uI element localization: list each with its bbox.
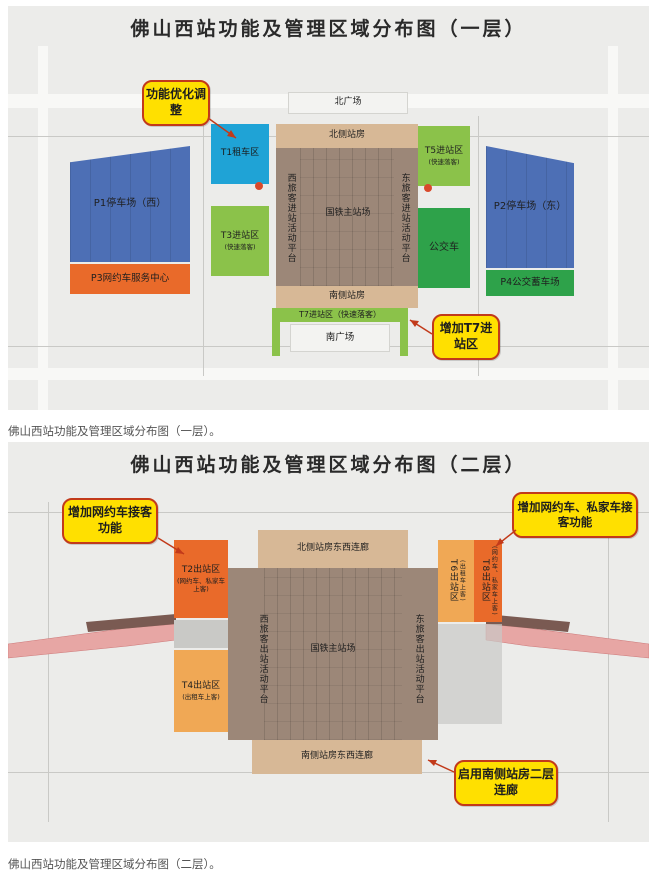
t8-sublabel: (网约车、私家车上客): [490, 546, 498, 616]
t3-label: T3进站区: [220, 231, 260, 242]
east-connector: [438, 624, 502, 724]
parking-grid: [486, 146, 574, 268]
t7-zone-side: [272, 322, 280, 356]
p2-label: P2停车场（东）: [493, 200, 567, 212]
road: [8, 368, 649, 380]
connector: [174, 620, 228, 648]
t2-sublabel: (网约车、私家车上客): [176, 576, 226, 593]
north-plaza: 北广场: [288, 92, 408, 114]
t6-zone: T6出站区 (出租车上客): [438, 540, 474, 622]
south-corridor: 南侧站房东西连廊: [252, 740, 422, 774]
t6-label: T6出站区: [447, 559, 458, 603]
floor1-map: 佛山西站功能及管理区域分布图（一层） 北广场 北侧站房 国铁主站场 西旅客进站活…: [8, 6, 649, 410]
north-corridor: 北侧站房东西连廊: [258, 530, 408, 568]
t6-sublabel: (出租车上客): [458, 560, 466, 602]
road-line: [608, 502, 609, 822]
south-plaza: 南广场: [290, 324, 390, 352]
south-station-building: 南侧站房: [276, 286, 418, 308]
t5-label: T5进站区: [424, 146, 464, 157]
east-platform: 东旅客进站活动平台: [399, 173, 410, 263]
t7-zone: T7进站区（快速落客）: [272, 308, 408, 322]
t8-zone: T8出站区 (网约车、私家车上客): [474, 540, 502, 622]
t2-label: T2出站区: [181, 565, 221, 576]
t2-zone: T2出站区 (网约车、私家车上客): [174, 540, 228, 618]
map-title: 佛山西站功能及管理区域分布图（一层）: [130, 18, 527, 40]
caption-floor1: 佛山西站功能及管理区域分布图（一层）。: [8, 424, 221, 438]
road: [608, 46, 618, 410]
p1-label: P1停车场（西）: [93, 197, 167, 209]
t7-zone-side: [400, 322, 408, 356]
west-platform: 西旅客进站活动平台: [285, 173, 296, 263]
road-line: [8, 512, 649, 513]
t8-label: T8出站区: [479, 559, 490, 603]
parking-grid: [70, 146, 190, 262]
map-title: 佛山西站功能及管理区域分布图（二层）: [130, 454, 527, 476]
t5-zone: T5进站区 (快速落客): [418, 126, 470, 186]
main-station-area: [228, 568, 438, 740]
main-station-label: 国铁主站场: [310, 644, 356, 655]
callout-enable-south-corridor: 启用南侧站房二层连廊: [454, 760, 558, 806]
north-station-building: 北侧站房: [276, 124, 418, 148]
track-pattern: [264, 568, 402, 740]
road-line: [203, 116, 204, 376]
callout-adjust: 功能优化调整: [142, 80, 210, 126]
t4-zone: T4出站区 (出租车上客): [174, 650, 228, 732]
west-platform: 西旅客出站活动平台: [257, 614, 268, 704]
track-pattern: [300, 148, 394, 286]
callout-add-t7: 增加T7进站区: [432, 314, 500, 360]
t5-sublabel: (快速落客): [428, 157, 460, 166]
marker-dot: [255, 182, 263, 190]
t4-sublabel: (出租车上客): [182, 692, 220, 701]
road-line: [478, 116, 479, 376]
east-platform: 东旅客出站活动平台: [413, 614, 424, 704]
p4-bus-depot: P4公交蓄车场: [486, 270, 574, 296]
main-station-label: 国铁主站场: [325, 208, 371, 219]
caption-floor2: 佛山西站功能及管理区域分布图（二层）。: [8, 857, 221, 871]
floor2-map: 佛山西站功能及管理区域分布图（二层） 北侧站房东西连廊 国铁主站场 西旅客出站活…: [8, 442, 649, 842]
callout-add-ride-hailing: 增加网约车接客功能: [62, 498, 158, 544]
callout-add-ride-private: 增加网约车、私家车接客功能: [512, 492, 638, 538]
marker-dot: [424, 184, 432, 192]
p3-ride-hailing-center: P3网约车服务中心: [70, 264, 190, 294]
t3-sublabel: (快速落客): [224, 242, 256, 251]
p1-parking-west: P1停车场（西）: [70, 146, 190, 262]
t1-zone: T1租车区: [211, 124, 269, 184]
t3-zone: T3进站区 (快速落客): [211, 206, 269, 276]
bus-zone: 公交车: [418, 208, 470, 288]
p2-parking-east: P2停车场（东）: [486, 146, 574, 268]
road-line: [48, 502, 49, 822]
t4-label: T4出站区: [181, 681, 221, 692]
road: [38, 46, 48, 410]
main-station-area: [276, 148, 418, 286]
